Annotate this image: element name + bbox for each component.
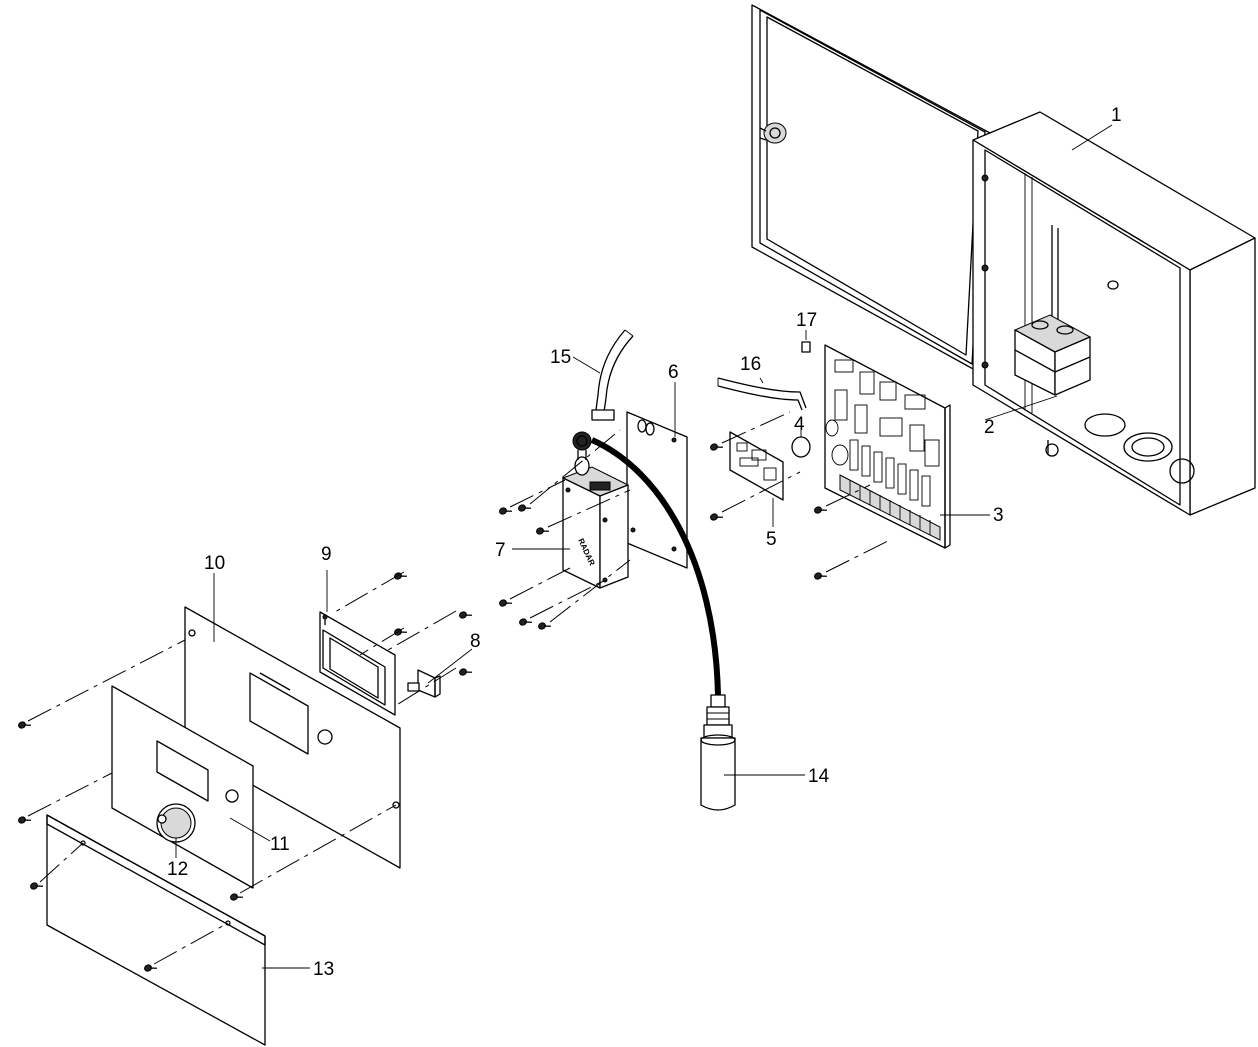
ribbon-cable-16	[717, 377, 807, 411]
callout-labels: 1 2 3 4 5 6 7 8 9 10 11 12 13 14 15 16 1…	[167, 105, 1122, 980]
switch-component	[407, 669, 441, 698]
back-panel	[184, 606, 401, 869]
callout-3: 3	[993, 505, 1004, 526]
callout-11: 11	[270, 834, 290, 855]
main-circuit-board	[824, 344, 951, 549]
screws	[18, 443, 827, 972]
level-sensor	[700, 694, 736, 811]
callout-1: 1	[1111, 105, 1122, 126]
small-circuit-board	[729, 431, 784, 501]
enclosure-knockouts	[1084, 413, 1195, 484]
front-overlay	[111, 685, 254, 889]
transformer	[1013, 314, 1092, 396]
front-cover	[46, 814, 266, 1046]
callout-15: 15	[550, 347, 571, 368]
callout-10: 10	[204, 553, 225, 574]
callout-8: 8	[470, 631, 481, 652]
callout-7: 7	[495, 540, 506, 561]
ribbon-cable-15	[591, 329, 634, 421]
callout-4: 4	[794, 414, 805, 435]
sensor-cable	[590, 437, 721, 696]
transmitter-module: RADAR	[561, 466, 630, 589]
knob	[156, 803, 196, 843]
callout-6: 6	[668, 362, 679, 383]
callout-13: 13	[313, 959, 334, 980]
callout-16: 16	[740, 354, 761, 375]
door-latch-icon	[759, 122, 787, 144]
leader-lines	[175, 124, 1113, 969]
callout-9: 9	[321, 544, 332, 565]
assembly-lines	[27, 411, 891, 965]
callout-17: 17	[796, 310, 817, 331]
display-module	[319, 611, 396, 716]
terminal-strip	[839, 474, 941, 541]
small-chip	[801, 341, 811, 353]
enclosure-box	[972, 111, 1256, 516]
callout-14: 14	[808, 766, 830, 787]
callout-2: 2	[984, 417, 995, 438]
callout-12: 12	[167, 859, 188, 880]
cable-connector	[572, 431, 592, 476]
callout-5: 5	[766, 529, 777, 550]
round-component	[791, 436, 811, 458]
enclosure-door	[751, 4, 991, 371]
